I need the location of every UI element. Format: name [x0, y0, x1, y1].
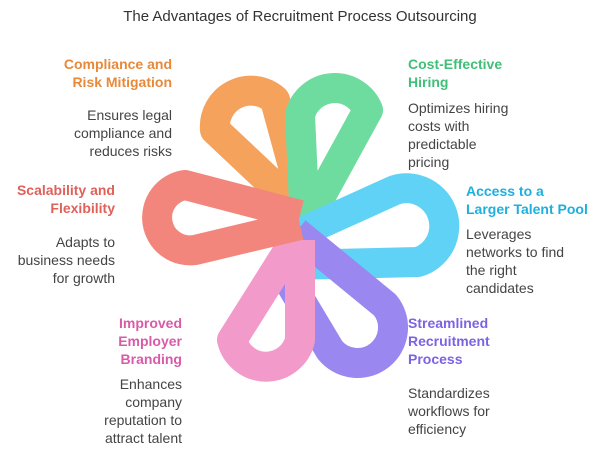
label-cost-effective: Cost-Effective Hiring	[408, 55, 588, 91]
desc-line: attract talent	[104, 430, 182, 446]
label-line: Streamlined	[408, 315, 489, 331]
desc-line: predictable	[408, 136, 477, 152]
desc-line: company	[125, 394, 182, 410]
cyan-link-shape	[289, 173, 460, 280]
desc-line: Adapts to	[55, 234, 115, 250]
label-line: Risk Mitigation	[72, 74, 172, 90]
red-link-shape	[142, 170, 304, 266]
desc-line: reputation to	[104, 412, 182, 428]
label-streamlined: Streamlined Recruitment Process	[408, 314, 588, 368]
desc-line: Leverages	[466, 226, 532, 242]
desc-line: the right	[466, 262, 517, 278]
desc-branding: Enhances company reputation to attract t…	[60, 375, 182, 447]
desc-line: costs with	[408, 118, 470, 134]
pink-link-shape	[217, 232, 315, 382]
desc-line: reduces risks	[89, 143, 172, 159]
label-line: Hiring	[408, 74, 449, 90]
desc-streamlined: Standardizes workflows for efficiency	[408, 384, 588, 438]
desc-line: compliance and	[73, 125, 172, 141]
desc-line: candidates	[466, 280, 534, 296]
desc-line: business needs	[17, 252, 115, 268]
label-line: Access to a	[466, 183, 544, 199]
desc-scalability: Adapts to business needs for growth	[0, 233, 115, 287]
green-link-shape	[285, 73, 383, 233]
label-line: Improved	[118, 315, 182, 331]
label-line: Compliance and	[63, 56, 172, 72]
desc-cost-effective: Optimizes hiring costs with predictable …	[408, 99, 588, 171]
label-line: Larger Talent Pool	[466, 201, 588, 217]
desc-line: efficiency	[408, 421, 467, 437]
desc-talent-pool: Leverages networks to find the right can…	[466, 225, 600, 297]
diagram-title: The Advantages of Recruitment Process Ou…	[123, 8, 477, 25]
label-line: Flexibility	[50, 200, 115, 216]
label-line: Recruitment	[408, 333, 490, 349]
desc-line: pricing	[408, 154, 450, 170]
label-branding: Improved Employer Branding	[60, 314, 182, 368]
label-line: Employer	[118, 333, 182, 349]
label-line: Scalability and	[16, 182, 115, 198]
desc-line: for growth	[52, 270, 115, 286]
desc-line: Ensures legal	[87, 107, 172, 123]
desc-line: networks to find	[466, 244, 565, 260]
desc-line: Optimizes hiring	[408, 100, 509, 116]
desc-line: Standardizes	[408, 385, 490, 401]
label-compliance: Compliance and Risk Mitigation	[30, 55, 172, 91]
label-talent-pool: Access to a Larger Talent Pool	[466, 182, 600, 218]
label-line: Branding	[120, 351, 182, 367]
desc-line: workflows for	[408, 403, 490, 419]
purple-link-shape	[262, 220, 408, 378]
label-line: Process	[408, 351, 463, 367]
desc-compliance: Ensures legal compliance and reduces ris…	[30, 106, 172, 160]
label-scalability: Scalability and Flexibility	[0, 181, 115, 217]
orange-link-shape	[199, 75, 320, 221]
desc-line: Enhances	[119, 376, 182, 392]
label-line: Cost-Effective	[408, 56, 503, 72]
